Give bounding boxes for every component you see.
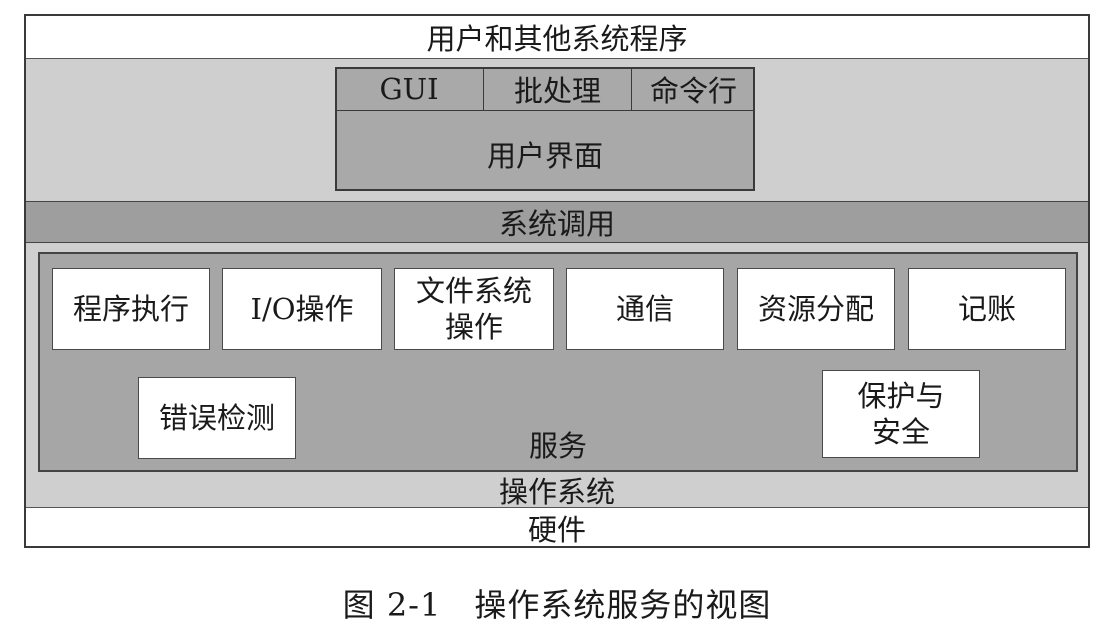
services-label: 服务 — [528, 429, 587, 463]
service-communication: 通信 — [566, 268, 724, 350]
service-io-operations: I/O操作 — [222, 268, 382, 350]
ui-tab-batch: 批处理 — [483, 67, 631, 111]
service-file-system: 文件系统操作 — [394, 268, 554, 350]
ui-tab-command-line: 命令行 — [631, 67, 755, 111]
figure-caption: 图 2-1 操作系统服务的视图 — [342, 586, 772, 624]
user-interface-tabs: GUI 批处理 命令行 — [335, 67, 755, 111]
service-protection-security: 保护与安全 — [822, 370, 980, 458]
hardware-label: 硬件 — [527, 513, 586, 547]
operating-system-label: 操作系统 — [498, 475, 615, 509]
ui-tab-gui: GUI — [335, 67, 483, 111]
user-interface-label: 用户界面 — [486, 139, 603, 173]
system-call-layer: 系统调用 — [26, 201, 1088, 243]
user-programs-label: 用户和其他系统程序 — [426, 22, 688, 56]
service-error-detection: 错误检测 — [138, 377, 296, 459]
service-resource-allocation: 资源分配 — [737, 268, 895, 350]
user-interface-box — [335, 67, 755, 191]
service-accounting: 记账 — [908, 268, 1066, 350]
service-program-execution: 程序执行 — [52, 268, 210, 350]
